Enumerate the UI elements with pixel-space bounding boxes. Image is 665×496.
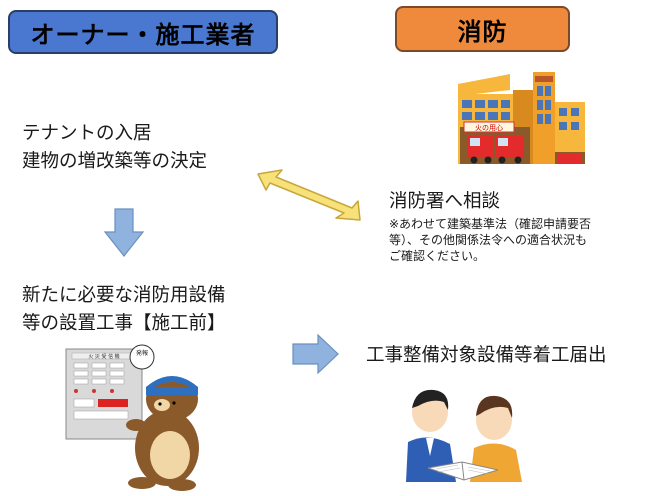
consult-double-arrow [257,169,361,221]
panel-header: 火 災 受 信 機 [88,353,119,360]
alarm-bubble: 発報 [136,349,148,357]
owner-contractor-header: オーナー・施工業者 [8,10,278,54]
consult-note-line3: ご確認ください。 [389,249,486,263]
people-reading-illustration [406,389,522,482]
step1-line1: テナントの入居 [22,123,152,144]
alarm-panel-illustration: 火 災 受 信 機 発報 [65,344,199,491]
consult-title: 消防署へ相談 [389,191,501,212]
step2-line2: 等の設置工事【施工前】 [22,313,226,334]
consult-note-line1: ※あわせて建築基準法（確認申請要否 [389,217,592,231]
down-arrow [103,208,145,257]
fire-station-illustration: 火の用心 [458,72,585,164]
step2-text: 新たに必要な消防用設備 等の設置工事【施工前】 [22,282,226,338]
step1-line2: 建物の増改築等の決定 [22,151,208,172]
consult-note-line2: 等）、その他関係法令への適合状況も [389,233,588,247]
step1-text: テナントの入居 建物の増改築等の決定 [22,120,207,176]
right-arrow [292,333,339,375]
fire-station-sign: 火の用心 [475,124,503,132]
step2-line1: 新たに必要な消防用設備 [22,285,226,306]
fire-department-title: 消防 [457,17,508,46]
owner-contractor-title: オーナー・施工業者 [30,20,256,49]
fire-department-header: 消防 [395,6,570,52]
consult-note: ※あわせて建築基準法（確認申請要否 等）、その他関係法令への適合状況も ご確認く… [389,216,591,264]
notice-title: 工事整備対象設備等着工届出 [366,345,607,366]
